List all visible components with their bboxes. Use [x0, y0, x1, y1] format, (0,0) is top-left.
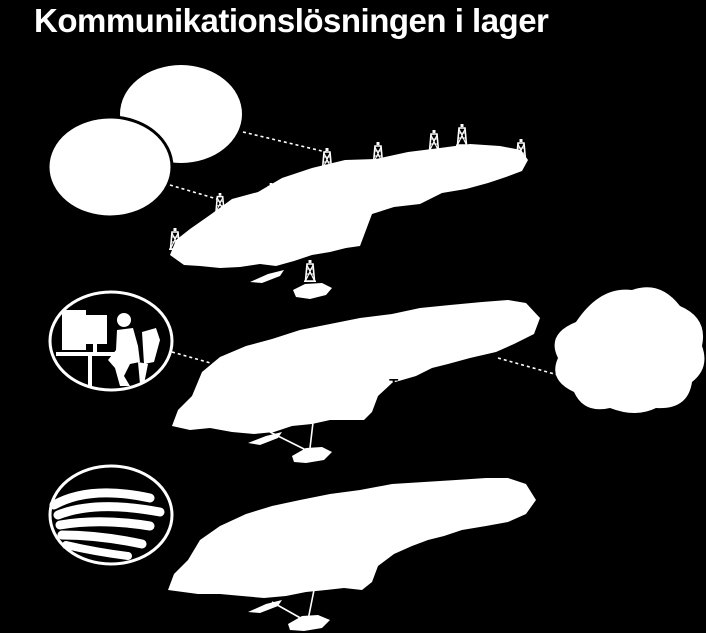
- layer-label-cable: Kabelnät: [402, 551, 492, 570]
- connector-line: [169, 184, 218, 200]
- layer-label-line1: Transmitionsnät: [389, 376, 505, 393]
- page-title: Kommunikationslösningen i lager: [34, 2, 549, 39]
- operator-workstation-icon: [48, 290, 174, 392]
- gotland-island: [293, 283, 332, 299]
- layer-radio: [46, 65, 528, 299]
- connector-line: [171, 351, 215, 365]
- layer-label-line2: Teknikbyggnader: [385, 395, 509, 412]
- layer-label-text: Radionät: [417, 217, 483, 234]
- layer-label-radio: Radionät: [405, 216, 495, 235]
- oland-island: [248, 600, 282, 613]
- layer-cable: [48, 464, 536, 631]
- oland-island: [248, 432, 282, 445]
- layer-label-transmission: Transmitionsnät Teknikbyggnader: [384, 375, 510, 413]
- fiber-cable-icon: [48, 464, 174, 566]
- gotland-island: [288, 615, 330, 631]
- oland-island: [250, 270, 284, 283]
- sweden-map-transmission: [172, 300, 540, 434]
- layer-label-text: Kabelnät: [415, 552, 479, 569]
- sweden-map-radio: [170, 144, 528, 268]
- connector-line: [242, 131, 327, 153]
- layer-transmission: [48, 287, 705, 463]
- cloud-icon: [554, 287, 705, 413]
- sweden-map-cable: [168, 478, 536, 598]
- radio-bubbles: [46, 65, 242, 219]
- gotland-island: [292, 447, 332, 463]
